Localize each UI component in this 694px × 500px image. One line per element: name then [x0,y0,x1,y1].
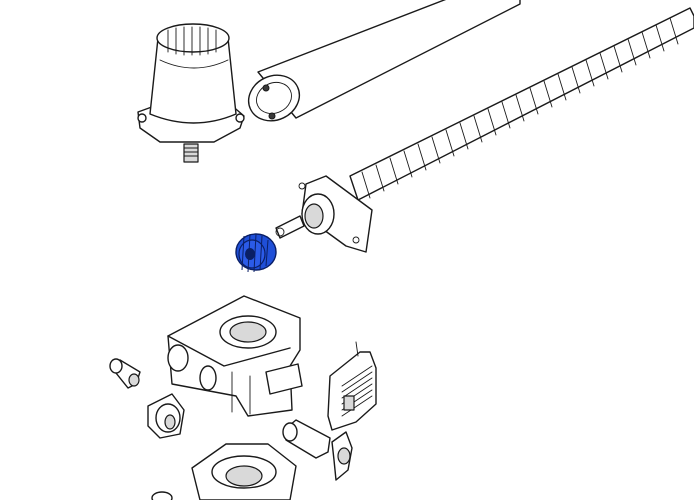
bushing-icon [147,393,185,439]
grille-plate-icon [327,341,377,431]
base-housing-icon [151,443,297,500]
motor-cover-icon [137,23,245,163]
gear-icon [235,233,277,273]
pin-icon [109,358,141,389]
gearbox-housing-icon [167,295,303,417]
release-lever-icon [282,419,353,481]
drive-tube-icon [247,0,521,122]
worm-screw-icon [349,7,694,201]
screw-bracket-icon [275,175,373,253]
